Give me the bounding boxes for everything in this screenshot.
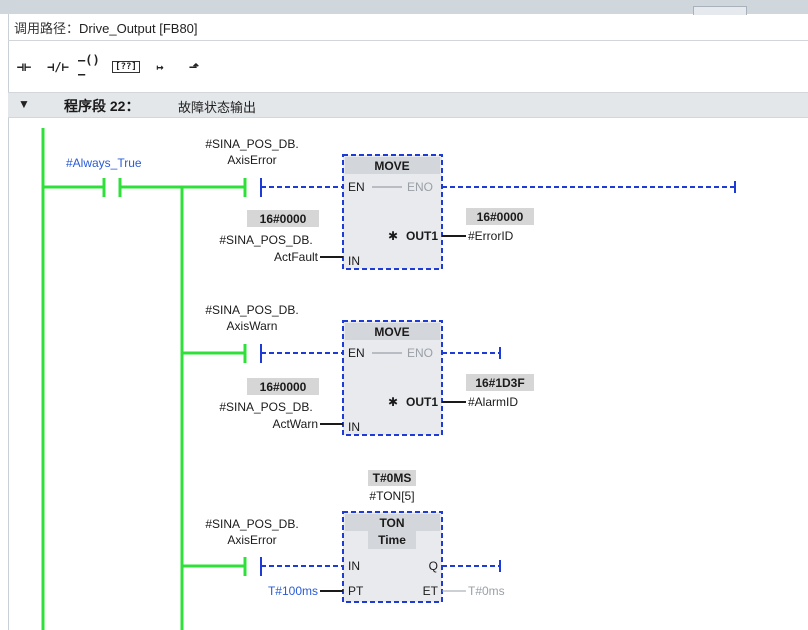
empty-box-icon: [??] (112, 61, 140, 73)
in-operand-2[interactable]: #SINA_POS_DB. (219, 400, 312, 414)
instance-name[interactable]: #TON[5] (369, 489, 414, 503)
time-subtype-bg (368, 531, 416, 549)
left-gutter (0, 14, 9, 630)
en-operand-2[interactable]: #SINA_POS_DB. (205, 303, 298, 317)
pin-out: OUT1 (406, 395, 438, 409)
pin-in: IN (348, 420, 360, 434)
en-operand-2b[interactable]: AxisWarn (227, 319, 278, 333)
call-path: 调用路径：Drive_Output [FB80] (14, 18, 198, 37)
en-operand-1b[interactable]: AxisError (227, 153, 276, 167)
no-contact-button[interactable]: ⊣⊢ (16, 60, 32, 74)
block-type-3: TON (379, 516, 404, 530)
network-title: 故障状态输出 (178, 100, 257, 115)
pin-pt: PT (348, 584, 364, 598)
empty-box-button[interactable]: [??] (112, 53, 140, 81)
close-branch-button[interactable]: ⬏ (188, 60, 200, 74)
in-operand-1b[interactable]: ActFault (274, 250, 319, 264)
call-path-value: Drive_Output [FB80] (79, 21, 198, 36)
out-operand-2[interactable]: #AlarmID (468, 395, 518, 409)
out-operand-1[interactable]: #ErrorID (468, 229, 514, 243)
in-value-bg (247, 210, 319, 227)
pin-en: EN (348, 346, 365, 360)
star-icon: ✱ (388, 395, 398, 409)
network-header[interactable]: ▼ 程序段 22： 故障状态输出 (8, 92, 808, 118)
contact-operand[interactable]: #Always_True (66, 156, 142, 170)
divider (8, 40, 808, 41)
out-value-bg (466, 208, 534, 225)
instance-value-bg (368, 470, 416, 486)
coil-button[interactable]: —()— (78, 53, 100, 81)
in-value-1: 16#0000 (260, 212, 307, 226)
in-value-2: 16#0000 (260, 380, 307, 394)
pin-in: IN (348, 254, 360, 268)
pin-eno: ENO (407, 180, 433, 194)
en-operand-3b[interactable]: AxisError (227, 533, 276, 547)
out-value-bg (466, 374, 534, 391)
en-operand-3[interactable]: #SINA_POS_DB. (205, 517, 298, 531)
block-type-1: MOVE (374, 159, 409, 173)
out-value-2: 16#1D3F (475, 376, 524, 390)
ladder-toolbar: ⊣⊢ ⊣/⊢ —()— [??] ↦ ⬏ (10, 46, 208, 88)
star-icon: ✱ (388, 229, 398, 243)
en-operand-1[interactable]: #SINA_POS_DB. (205, 137, 298, 151)
pt-value[interactable]: T#100ms (268, 584, 318, 598)
collapse-icon[interactable]: ▼ (18, 97, 30, 111)
et-value: T#0ms (468, 584, 505, 598)
pin-et: ET (423, 584, 439, 598)
block-subtype: Time (378, 533, 406, 547)
block-type-2: MOVE (374, 325, 409, 339)
scroll-button[interactable] (693, 6, 747, 15)
open-branch-button[interactable]: ↦ (156, 60, 164, 74)
nc-contact-button[interactable]: ⊣/⊢ (47, 60, 69, 74)
pin-in: IN (348, 559, 360, 573)
instance-value: T#0MS (373, 471, 412, 485)
block-header (345, 157, 440, 174)
call-path-label: 调用路径： (14, 21, 80, 36)
pin-eno: ENO (407, 346, 433, 360)
pin-en: EN (348, 180, 365, 194)
pin-out: OUT1 (406, 229, 438, 243)
block-header (345, 323, 440, 340)
out-value-1: 16#0000 (477, 210, 524, 224)
top-strip (0, 0, 808, 15)
in-value-bg (247, 378, 319, 395)
pin-q: Q (429, 559, 438, 573)
block-header (345, 514, 440, 531)
in-operand-1[interactable]: #SINA_POS_DB. (219, 233, 312, 247)
network-name: 程序段 22： (64, 98, 140, 114)
in-operand-2b[interactable]: ActWarn (272, 417, 318, 431)
